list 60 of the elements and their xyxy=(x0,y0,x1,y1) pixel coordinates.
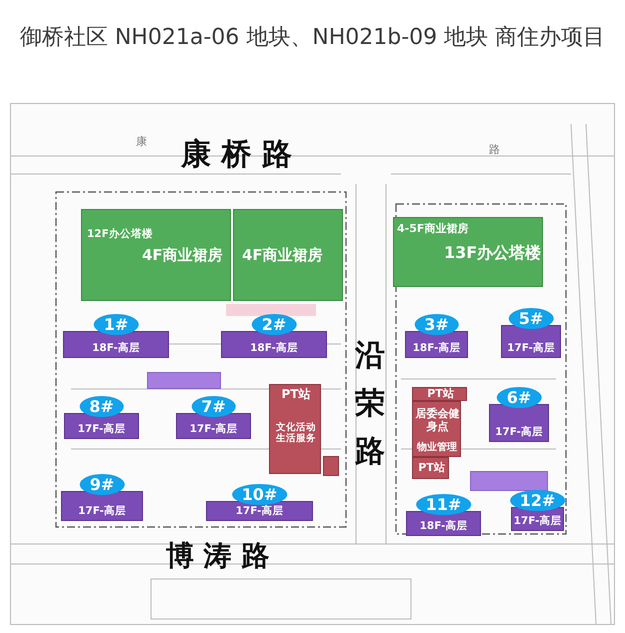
building-number-badge: 10# xyxy=(232,484,288,505)
title: 御桥社区 NH021a-06 地块、NH021b-09 地块 商住办项目 xyxy=(18,24,606,52)
service-building xyxy=(412,401,461,457)
building-floor-label: 17F-高层 xyxy=(511,507,564,531)
service-building xyxy=(269,384,321,474)
residential-building xyxy=(405,314,468,358)
road-name: 康 桥 路 xyxy=(181,136,292,174)
building-label: PT站 xyxy=(280,388,312,402)
building-label: PT站 xyxy=(417,462,446,475)
residential-building xyxy=(511,490,564,531)
building-floor-label: 18F-高层 xyxy=(406,511,481,536)
building-label: PT站 xyxy=(426,388,455,401)
residential-building xyxy=(63,314,169,358)
commercial-building xyxy=(233,209,343,301)
building-label: 居委会健身点 xyxy=(415,408,460,434)
building-floor-label: 17F-高层 xyxy=(61,491,143,521)
building-label: 12F办公塔楼 xyxy=(87,228,153,240)
residential-building xyxy=(501,308,561,358)
hatched-area xyxy=(147,372,221,389)
building-number-badge: 3# xyxy=(414,314,459,335)
hatched-area xyxy=(470,471,548,491)
building-label: 4F商业裙房 xyxy=(142,247,223,264)
commercial-building xyxy=(393,217,543,287)
service-building xyxy=(323,456,339,476)
building-floor-label: 18F-高层 xyxy=(405,331,468,358)
building-label: 4-5F商业裙房 xyxy=(397,223,468,236)
building-number-badge: 5# xyxy=(508,308,554,329)
residential-building xyxy=(61,474,143,521)
building-floor-label: 17F-高层 xyxy=(489,404,549,442)
building-floor-label: 18F-高层 xyxy=(221,331,327,358)
building-floor-label: 18F-高层 xyxy=(63,331,169,358)
building-floor-label: 17F-高层 xyxy=(64,413,139,439)
residential-building xyxy=(206,484,313,521)
residential-building xyxy=(176,396,251,439)
building-number-badge: 8# xyxy=(79,396,124,417)
building-number-badge: 7# xyxy=(191,396,236,417)
road-name: 康 xyxy=(136,134,147,149)
service-building xyxy=(412,457,449,479)
service-building xyxy=(412,387,467,401)
residential-building xyxy=(406,494,481,536)
road-name: 沿荣路 xyxy=(355,337,385,471)
building-number-badge: 11# xyxy=(416,494,472,515)
building-number-badge: 12# xyxy=(510,490,566,511)
residential-building xyxy=(64,396,139,439)
building-floor-label: 17F-高层 xyxy=(206,501,313,521)
road-name: 博 涛 路 xyxy=(166,538,270,574)
building-floor-label: 17F-高层 xyxy=(176,413,251,439)
building-label: 4F商业裙房 xyxy=(242,247,323,264)
building-label: 文化活动生活服务 xyxy=(274,423,317,445)
building-label: 13F办公塔楼 xyxy=(444,244,542,262)
building-number-badge: 6# xyxy=(496,387,542,408)
commercial-building xyxy=(81,209,231,301)
building-number-badge: 1# xyxy=(94,314,138,335)
building-number-badge: 9# xyxy=(80,474,124,495)
building-label: 物业管理 xyxy=(417,442,457,454)
residential-building xyxy=(489,387,549,442)
road-name: 路 xyxy=(489,142,500,157)
residential-building xyxy=(221,314,327,358)
building-number-badge: 2# xyxy=(252,314,296,335)
building-floor-label: 17F-高层 xyxy=(501,325,561,358)
